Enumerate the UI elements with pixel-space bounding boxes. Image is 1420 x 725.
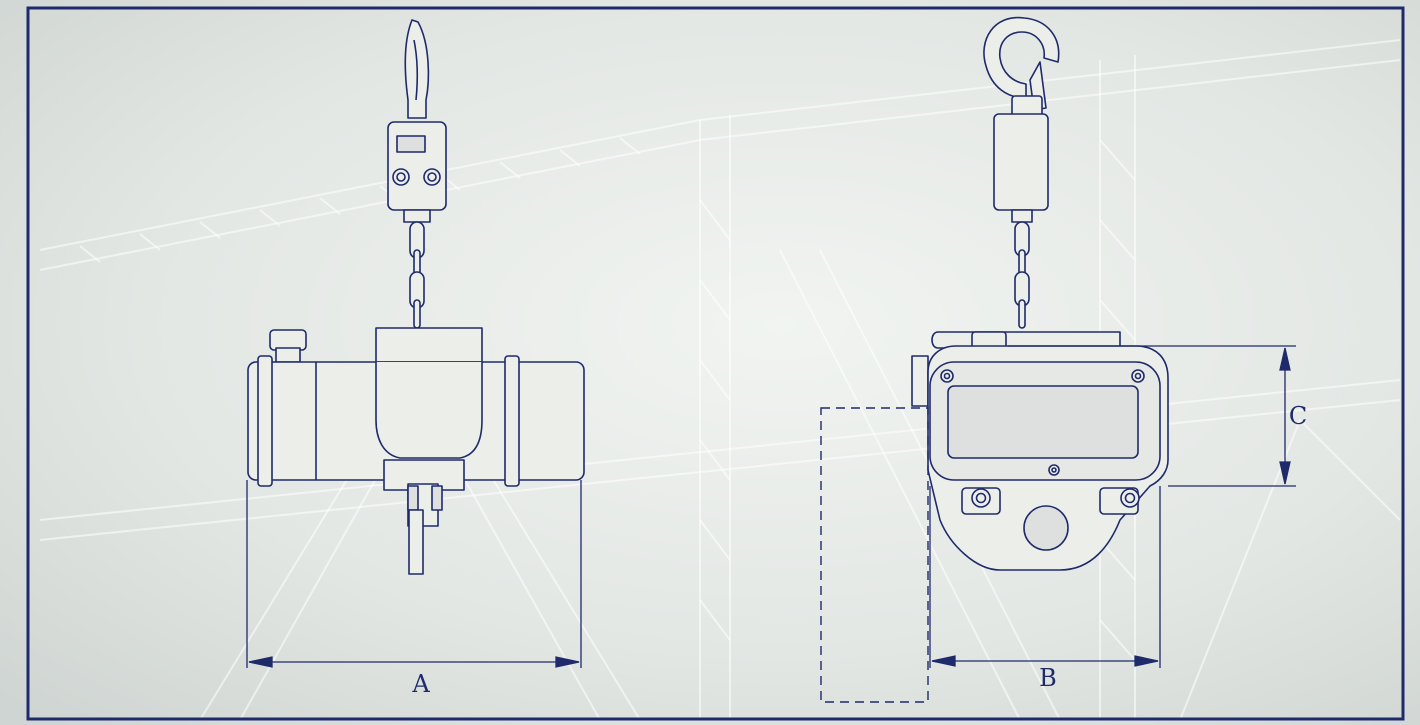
mount-block [375, 327, 483, 363]
load-display-unit [387, 121, 447, 223]
dimension-c [1008, 345, 1296, 487]
outer-frame [26, 6, 1405, 721]
front-load-unit-neck [1011, 209, 1033, 223]
front-panel-screws [940, 369, 1145, 476]
motor-body [247, 355, 585, 487]
chain-outlet [1023, 505, 1069, 551]
lower-bolts [961, 487, 1140, 515]
label-b: B [1039, 664, 1057, 692]
label-c: C [1289, 402, 1307, 430]
side-view-hook [404, 19, 430, 119]
side-bracket [911, 355, 929, 407]
front-view-hook [983, 16, 1060, 117]
chain-bag-outline [820, 407, 929, 703]
dimension-b [929, 486, 1161, 668]
front-load-unit [993, 113, 1049, 211]
dimension-a [246, 480, 582, 668]
label-a: A [411, 670, 430, 698]
front-panel-inner [947, 385, 1139, 459]
hoist-front-view [911, 16, 1169, 571]
side-view-chain [409, 221, 425, 329]
hoist-side-view [247, 19, 585, 575]
chain-guide [383, 459, 465, 575]
cable-gland [269, 329, 307, 363]
front-view-chain [1014, 221, 1030, 329]
